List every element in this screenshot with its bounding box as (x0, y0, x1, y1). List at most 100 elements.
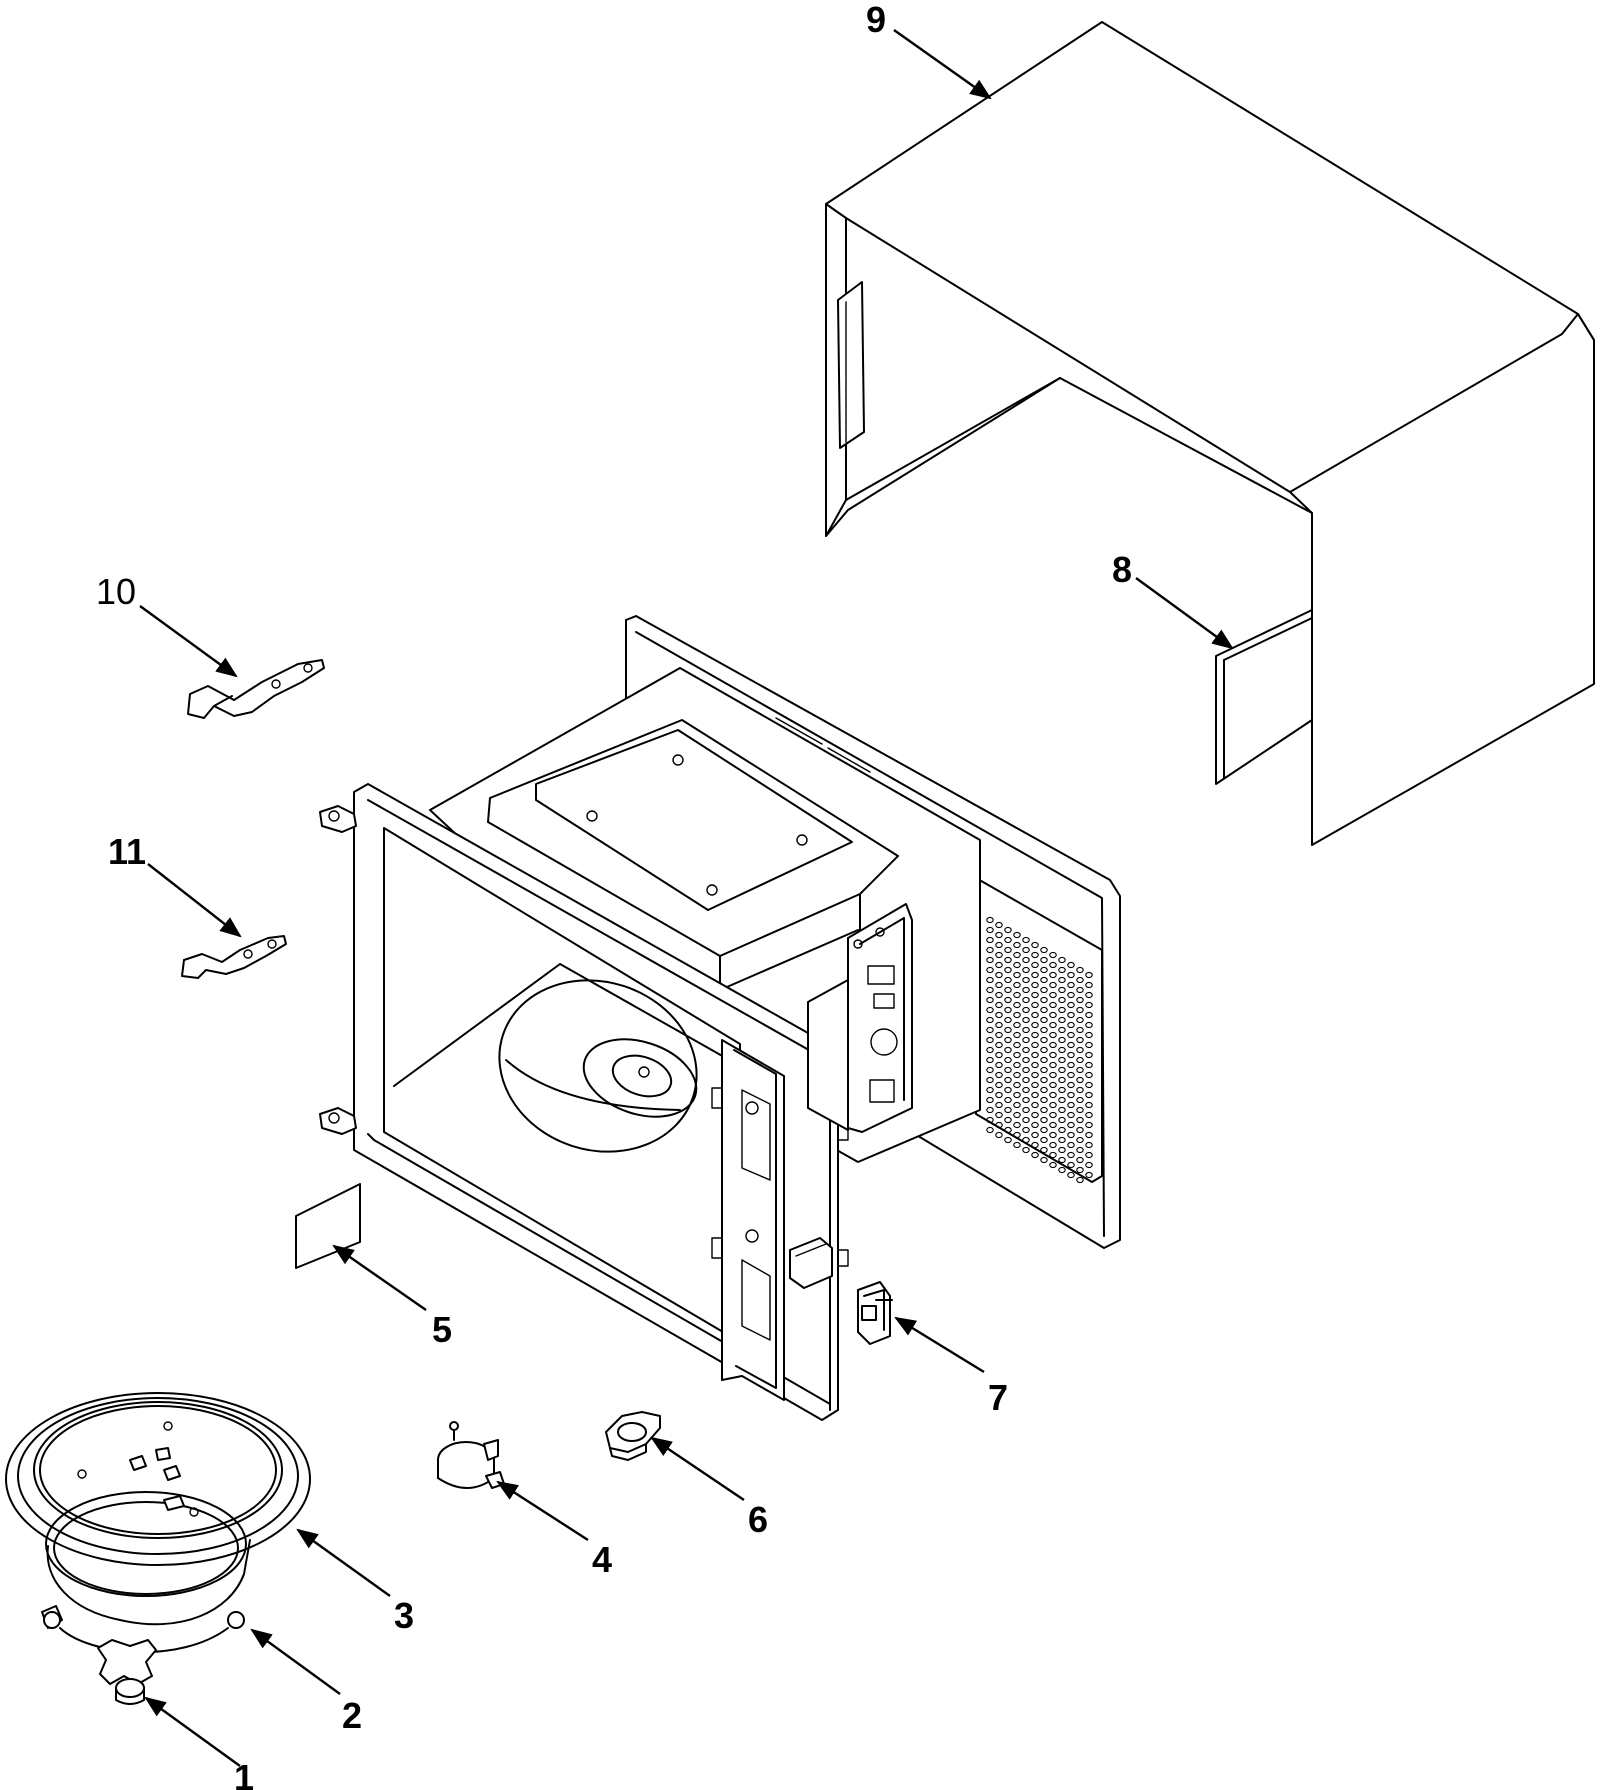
vent-hole (1067, 1061, 1075, 1069)
vent-hole (1049, 971, 1057, 979)
vent-hole (1013, 1041, 1021, 1049)
vent-hole (1031, 971, 1039, 979)
vent-hole (1085, 1011, 1093, 1019)
vent-hole (1085, 1061, 1093, 1069)
vent-hole (1058, 1066, 1066, 1074)
vent-hole (986, 1046, 994, 1054)
vent-hole (1049, 1131, 1057, 1139)
vent-hole (995, 1011, 1003, 1019)
vent-hole (1058, 1036, 1066, 1044)
vent-hole (1004, 1116, 1012, 1124)
vent-hole (1031, 1061, 1039, 1069)
vent-hole (1085, 1021, 1093, 1029)
vent-hole (986, 946, 994, 954)
vent-hole (1040, 1016, 1048, 1024)
vent-hole (995, 971, 1003, 979)
vent-hole (1049, 961, 1057, 969)
vent-hole (1058, 1096, 1066, 1104)
vent-hole (1022, 1026, 1030, 1034)
vent-hole (1076, 1086, 1084, 1094)
vent-hole (1067, 1161, 1075, 1169)
vent-hole (1049, 1141, 1057, 1149)
vent-hole (1040, 1026, 1048, 1034)
vent-hole (1067, 1071, 1075, 1079)
vent-hole (986, 976, 994, 984)
vent-hole (1076, 1066, 1084, 1074)
vent-hole (986, 1056, 994, 1064)
vent-hole (1058, 1056, 1066, 1064)
vent-hole (995, 1121, 1003, 1129)
callout-11: 11 (108, 831, 146, 872)
thermal-cutout (605, 1411, 661, 1461)
vent-hole (1085, 971, 1093, 979)
vent-hole (995, 941, 1003, 949)
vent-hole (1049, 1071, 1057, 1079)
vent-hole (1004, 1026, 1012, 1034)
vent-hole (1076, 1096, 1084, 1104)
vent-hole (1076, 1156, 1084, 1164)
vent-hole (1031, 1001, 1039, 1009)
callout-5: 5 (432, 1309, 452, 1350)
vent-hole (1085, 1161, 1093, 1169)
vent-hole (1022, 1126, 1030, 1134)
vent-hole (1058, 1026, 1066, 1034)
vent-hole (986, 916, 994, 924)
vent-hole (1076, 986, 1084, 994)
arrow-3 (296, 1528, 391, 1597)
vent-hole (1067, 1111, 1075, 1119)
vent-hole (1040, 1156, 1048, 1164)
vent-hole (1022, 1016, 1030, 1024)
vent-hole (1058, 1136, 1066, 1144)
vent-hole (1031, 1071, 1039, 1079)
vent-hole (1076, 1176, 1084, 1184)
vent-hole (1076, 1136, 1084, 1144)
vent-hole (1031, 951, 1039, 959)
vent-hole (1022, 1096, 1030, 1104)
vent-hole (1040, 1136, 1048, 1144)
vent-hole (1085, 1101, 1093, 1109)
vent-hole (1049, 951, 1057, 959)
vent-hole (1004, 966, 1012, 974)
vent-hole (995, 1131, 1003, 1139)
vent-hole (1049, 1011, 1057, 1019)
vent-hole (995, 1021, 1003, 1029)
vent-hole (1040, 986, 1048, 994)
vent-hole (1040, 1066, 1048, 1074)
vent-hole (1067, 1091, 1075, 1099)
vent-hole (1022, 946, 1030, 954)
vent-hole (1049, 1151, 1057, 1159)
vent-hole (1040, 976, 1048, 984)
vent-hole (1076, 1126, 1084, 1134)
vent-hole (1031, 1051, 1039, 1059)
vent-hole (1013, 1111, 1021, 1119)
vent-hole (1022, 996, 1030, 1004)
vent-hole (1022, 966, 1030, 974)
vent-hole (986, 1116, 994, 1124)
vent-hole (1058, 1076, 1066, 1084)
vent-hole (1067, 1171, 1075, 1179)
vent-hole (1040, 1046, 1048, 1054)
vent-hole (1085, 1051, 1093, 1059)
vent-hole (1004, 1036, 1012, 1044)
vent-hole (1013, 1061, 1021, 1069)
vent-hole (1004, 1126, 1012, 1134)
vent-hole (1085, 1001, 1093, 1009)
vent-hole (1049, 1061, 1057, 1069)
vent-hole (1013, 981, 1021, 989)
vent-hole (995, 981, 1003, 989)
callout-6: 6 (748, 1499, 768, 1540)
vent-hole (986, 1096, 994, 1104)
vent-hole (1049, 991, 1057, 999)
vent-hole (1076, 1056, 1084, 1064)
vent-hole (1085, 991, 1093, 999)
vent-hole (1031, 1091, 1039, 1099)
vent-hole (986, 1076, 994, 1084)
vent-hole (1022, 1116, 1030, 1124)
vent-hole (1013, 971, 1021, 979)
vent-hole (1022, 1086, 1030, 1094)
arrow-8 (1135, 577, 1234, 650)
vent-hole (1040, 956, 1048, 964)
vent-hole (1031, 1021, 1039, 1029)
vent-hole (1076, 1166, 1084, 1174)
arrow-1 (144, 1696, 241, 1767)
